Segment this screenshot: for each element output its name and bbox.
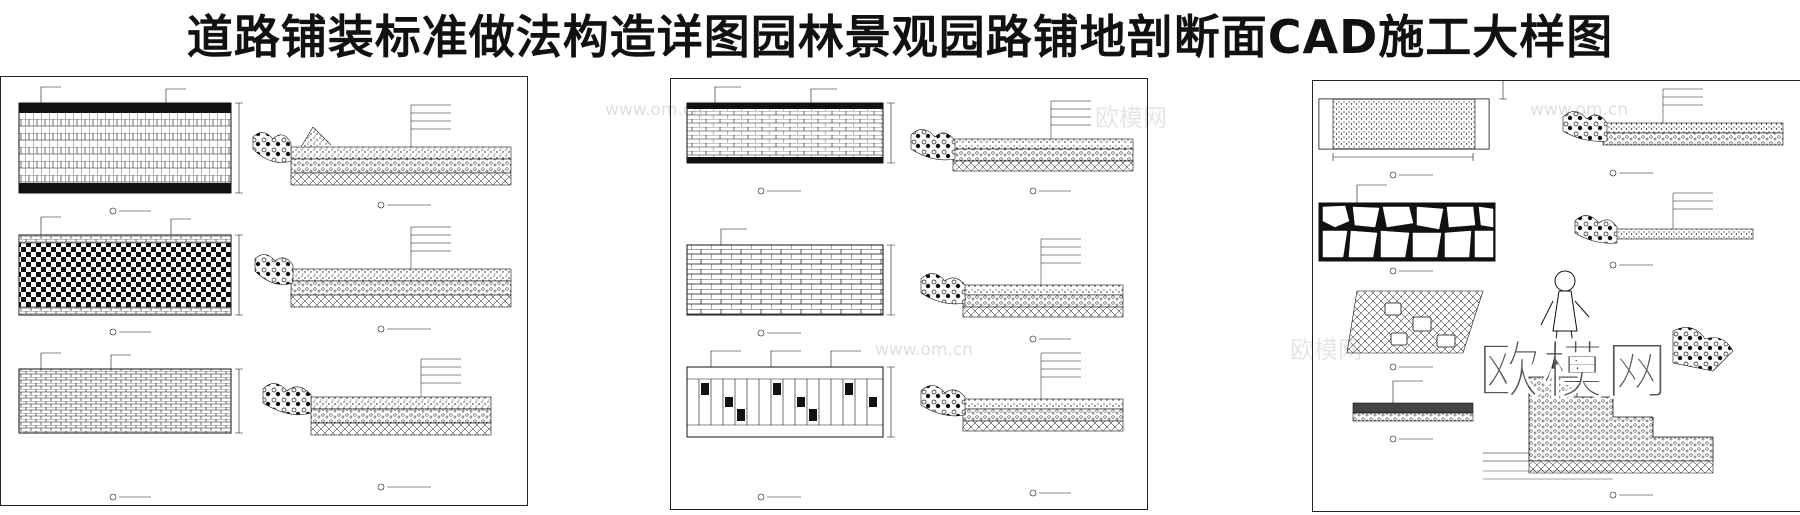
watermark-brand: 欧模网 <box>1290 336 1362 364</box>
watermark-logo: 欧模网 <box>1477 334 1671 408</box>
watermark-brand: 欧模网 <box>1095 104 1167 132</box>
watermark-url: www.om.cn <box>1530 100 1629 120</box>
plan-c-dark-blocks <box>701 383 877 421</box>
sheet-3-drawings <box>1318 81 1784 499</box>
stepping-stones <box>1384 302 1456 348</box>
child-figure <box>1540 270 1590 382</box>
flagstone-pieces <box>1322 205 1494 258</box>
watermark-url: www.om.cn <box>605 100 704 120</box>
watermark-url: www.om.cn <box>875 340 974 360</box>
drawing-sheet-3 <box>1312 80 1800 512</box>
plan-c-pavers <box>687 378 883 426</box>
sheet-1-drawings <box>18 86 512 501</box>
page-title: 道路铺装标准做法构造详图园林景观园路铺地剖断面CAD施工大样图 <box>186 10 1614 64</box>
drawing-sheet-1 <box>0 76 528 506</box>
drawing-sheet-2 <box>670 78 1148 510</box>
sheet-2-drawings <box>686 86 1134 501</box>
